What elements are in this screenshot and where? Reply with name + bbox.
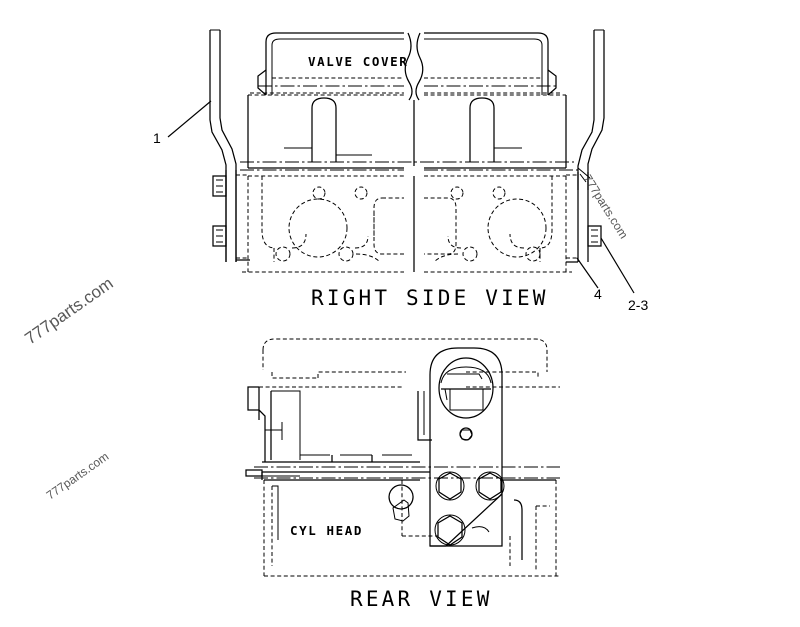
cylinder-head-upper-block [240, 94, 574, 169]
rear-head-body [245, 386, 560, 480]
rear-mounting-bracket [429, 347, 505, 547]
valve-cover-right [424, 32, 562, 96]
rear-view-title: REAR VIEW [350, 587, 493, 611]
right-flange-bolts [566, 172, 602, 263]
watermark-left-upper: 777parts.com [21, 274, 116, 349]
rear-valve-cover [262, 338, 548, 379]
rear-view-group: CYL HEAD REAR VIEW [245, 338, 560, 611]
callout-4-text: 4 [594, 286, 602, 302]
right-side-view-group: VALVE COVER RIGHT SIDE VIEW 1 4 2-3 [153, 29, 648, 313]
callout-1-text: 1 [153, 130, 161, 146]
leader-2-3 [600, 237, 635, 294]
right-side-view-title: RIGHT SIDE VIEW [311, 286, 549, 310]
leader-1 [167, 100, 212, 138]
valve-cover-left [250, 32, 404, 96]
left-tube [209, 29, 237, 262]
valve-cover-label: VALVE COVER [308, 54, 408, 69]
hex-bolt-upper-left [435, 471, 465, 501]
hex-bolt-lower-left [434, 514, 466, 546]
watermark-left-lower: 777parts.com [44, 449, 112, 502]
leader-4 [576, 257, 599, 289]
cyl-head-label: CYL HEAD [290, 523, 363, 538]
break-line-right [415, 32, 424, 101]
callout-leaders-right-side-view [167, 100, 635, 294]
break-line-left [404, 32, 413, 101]
right-tube [577, 29, 605, 190]
left-flange-bolts [212, 170, 250, 262]
callout-2-3-text: 2-3 [628, 297, 648, 313]
cylinder-head-lower-face [240, 169, 580, 273]
hex-bolt-upper-right [475, 471, 505, 501]
rear-cyl-head-block [263, 479, 560, 577]
